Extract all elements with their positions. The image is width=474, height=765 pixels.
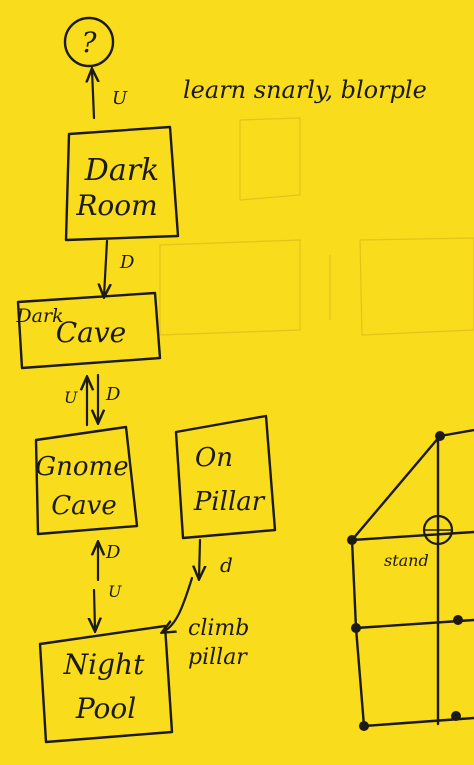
node-gnome-cave-line1: Gnome: [35, 452, 128, 482]
node-gnome-cave: Gnome Cave: [34, 425, 139, 536]
node-night-pool-line2: Pool: [75, 692, 136, 725]
node-unknown: ?: [63, 16, 115, 68]
node-dark-cave: Dark Cave: [15, 291, 162, 370]
map-dot: [359, 721, 369, 731]
node-night-pool-line1: Night: [63, 648, 145, 681]
node-dark-room: Dark Room: [64, 125, 180, 242]
node-unknown-label: ?: [81, 26, 97, 59]
side-sketch-label: stand: [384, 551, 429, 570]
edge-on-pillar-night-pool: d climb pillar: [163, 538, 249, 670]
node-dark-room-line1: Dark: [84, 153, 159, 188]
map-dot: [351, 623, 361, 633]
edge-dark-cave-gnome-cave: U D: [64, 373, 121, 427]
edge-dark-room-to-unknown: U: [92, 70, 128, 120]
edge-label-u-3: U: [108, 582, 122, 601]
edge-gnome-cave-night-pool: D U: [94, 542, 122, 630]
bleed-through-marks: [159, 117, 474, 336]
map-dot: [451, 711, 461, 721]
edge-label-u-2: U: [64, 388, 78, 407]
node-dark-cave-line2: Cave: [56, 316, 127, 349]
edge-label-u-top: U: [112, 88, 128, 109]
node-on-pillar: On Pillar: [174, 414, 277, 540]
node-on-pillar-line1: On: [195, 443, 233, 473]
side-map-sketch: stand: [347, 428, 474, 731]
map-dot: [453, 615, 463, 625]
edge-label-d-3: D: [105, 542, 121, 563]
edge-label-d-1: D: [119, 252, 135, 273]
edge-dark-room-to-dark-cave: D: [104, 239, 135, 296]
edge-label-d-2: D: [105, 384, 121, 405]
climb-annotation-line2: pillar: [188, 645, 248, 670]
climb-annotation-line1: climb: [188, 616, 249, 641]
map-dot: [435, 431, 445, 441]
node-on-pillar-line2: Pillar: [193, 487, 266, 517]
map-dot: [347, 535, 357, 545]
node-dark-room-line2: Room: [75, 189, 157, 222]
node-dark-cave-line1: Dark: [15, 305, 63, 327]
node-gnome-cave-line2: Cave: [51, 491, 116, 521]
node-night-pool: Night Pool: [38, 624, 174, 744]
dark-room-annotation: learn snarly, blorple: [183, 76, 427, 104]
edge-label-d-4: d: [220, 553, 233, 577]
